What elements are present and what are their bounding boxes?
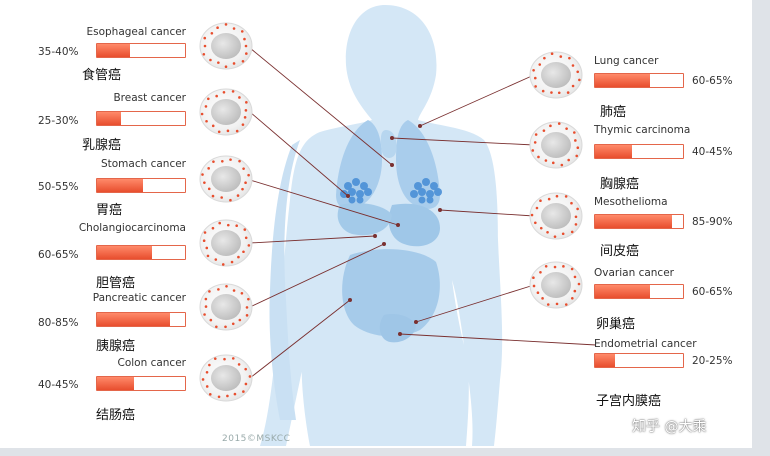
- survival-range: 25-30%: [38, 115, 79, 127]
- survival-bar-fill: [97, 112, 122, 125]
- cancer-name: Stomach cancer: [100, 158, 186, 170]
- frame-bottom: [0, 448, 770, 456]
- cancer-name: Lung cancer: [594, 55, 659, 67]
- survival-bar: [96, 178, 186, 193]
- cancer-name: Cholangiocarcinoma: [78, 222, 186, 234]
- survival-bar: [96, 43, 186, 58]
- cell-icon: [529, 121, 583, 169]
- cancer-name: Colon cancer: [117, 357, 186, 369]
- cancer-name: Thymic carcinoma: [594, 124, 691, 136]
- cancer-name-zh: 结肠癌: [96, 408, 136, 423]
- survival-bar: [594, 214, 684, 229]
- survival-bar: [594, 353, 684, 368]
- cancer-name-zh: 胸腺癌: [600, 177, 640, 192]
- survival-range: 50-55%: [38, 181, 79, 193]
- survival-bar: [594, 144, 684, 159]
- cell-icon: [529, 51, 583, 99]
- survival-range: 35-40%: [38, 46, 79, 58]
- lung-right-organ: [396, 120, 440, 209]
- survival-bar: [96, 312, 186, 327]
- survival-range: 40-45%: [692, 146, 733, 158]
- survival-bar-fill: [595, 74, 650, 87]
- cancer-name-zh: 卵巢癌: [596, 317, 636, 332]
- survival-bar-fill: [595, 285, 650, 298]
- survival-bar-fill: [97, 44, 130, 57]
- stomach-organ: [388, 203, 440, 247]
- cell-icon: [199, 354, 253, 402]
- survival-bar-fill: [97, 246, 152, 259]
- cancer-name-zh: 胰腺癌: [96, 339, 136, 354]
- leader-lines: [249, 47, 597, 379]
- cancer-name: Ovarian cancer: [594, 267, 674, 279]
- survival-bar: [96, 245, 186, 260]
- cancer-name-zh: 子宫内膜癌: [596, 394, 662, 409]
- cell-icon: [199, 283, 253, 331]
- survival-bar-fill: [97, 313, 170, 326]
- cancer-name-zh: 乳腺癌: [82, 138, 122, 153]
- cancer-name: Esophageal cancer: [86, 26, 186, 38]
- cancer-name: Endometrial cancer: [594, 338, 697, 350]
- cell-icon: [199, 22, 253, 70]
- survival-bar-fill: [97, 179, 144, 192]
- survival-bar-fill: [595, 354, 615, 367]
- survival-range: 60-65%: [692, 75, 733, 87]
- cell-icon: [199, 88, 253, 136]
- cancer-name-zh: 胆管癌: [96, 276, 136, 291]
- cancer-name: Breast cancer: [113, 92, 186, 104]
- copyright: 2015©MSKCC: [222, 434, 291, 444]
- cell-icon: [529, 192, 583, 240]
- cell-icon: [199, 155, 253, 203]
- survival-bar-fill: [595, 215, 672, 228]
- cancer-name: Pancreatic cancer: [92, 292, 186, 304]
- breast-right-icon: [410, 178, 442, 204]
- arm-left: [269, 140, 300, 420]
- cancer-cells: [199, 22, 583, 402]
- survival-bar: [96, 376, 186, 391]
- survival-range: 40-45%: [38, 379, 79, 391]
- cancer-name-zh: 食管癌: [82, 68, 122, 83]
- survival-bar-fill: [595, 145, 633, 158]
- survival-range: 20-25%: [692, 355, 733, 367]
- cell-icon: [529, 261, 583, 309]
- survival-bar: [96, 111, 186, 126]
- leader-dots: [346, 124, 442, 336]
- survival-bar: [594, 284, 684, 299]
- survival-bar: [594, 73, 684, 88]
- cell-icon: [199, 219, 253, 267]
- intestine-organ: [342, 249, 440, 337]
- cancer-name: Mesothelioma: [594, 196, 668, 208]
- cancer-name-zh: 肺癌: [600, 105, 627, 120]
- frame-right: [752, 0, 770, 456]
- breast-left-icon: [340, 178, 372, 204]
- survival-range: 60-65%: [38, 249, 79, 261]
- survival-range: 80-85%: [38, 317, 79, 329]
- survival-range: 60-65%: [692, 286, 733, 298]
- survival-range: 85-90%: [692, 216, 733, 228]
- watermark: 知乎 @大乘: [632, 419, 707, 435]
- cancer-name-zh: 胃癌: [96, 203, 123, 218]
- uterus-organ: [379, 314, 416, 343]
- survival-bar-fill: [97, 377, 135, 390]
- cancer-name-zh: 间皮癌: [600, 244, 640, 259]
